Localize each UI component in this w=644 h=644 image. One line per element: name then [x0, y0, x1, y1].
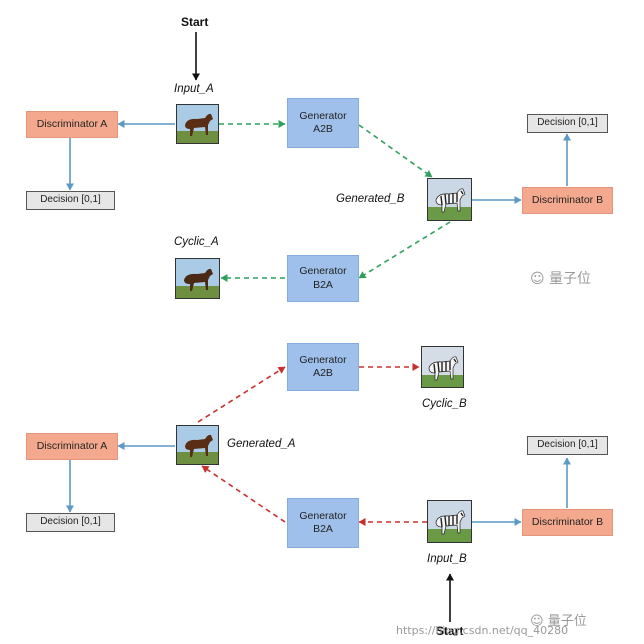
watermark-brand-bottom-text: 量子位	[547, 614, 587, 629]
arrow-generated-a-to-gen-a2b	[197, 366, 286, 423]
wechat-icon: ☺	[530, 271, 550, 287]
horse-photo-icon	[175, 258, 220, 299]
generator-b2a-bottom: Generator B2A	[287, 498, 359, 548]
generator-a2b-bottom: Generator A2B	[287, 343, 359, 391]
decision-a-bottom: Decision [0,1]	[26, 513, 115, 532]
arrow-gen-b2a-to-generated-a	[201, 465, 286, 523]
watermark-brand-bottom: ☺ 量子位	[530, 610, 587, 629]
cyclic-a-label: Cyclic_A	[174, 236, 219, 248]
generator-b2a-bottom-line1: Generator	[299, 509, 347, 522]
generator-a2b-top-line2: A2B	[313, 123, 333, 135]
zebra-photo-icon	[421, 346, 464, 388]
decision-b-bottom: Decision [0,1]	[527, 436, 608, 455]
generated-a-label: Generated_A	[227, 438, 296, 450]
start-label-top: Start	[181, 15, 209, 29]
start-label-bottom: Start	[436, 624, 464, 638]
decision-b-top: Decision [0,1]	[527, 114, 608, 133]
generator-a2b-top-line1: Generator	[299, 109, 347, 122]
generator-b2a-top-line2: B2A	[313, 278, 333, 291]
discriminator-b-top: Discriminator B	[522, 187, 613, 214]
discriminator-a-bottom: Discriminator A	[26, 433, 118, 460]
horse-photo-icon	[176, 104, 219, 144]
arrow-gen-a2b-to-generated-b	[358, 124, 433, 178]
arrow-generated-b-to-gen-b2a	[358, 221, 451, 279]
cyclic-b-label: Cyclic_B	[422, 398, 467, 410]
input-a-label: Input_A	[174, 83, 214, 95]
generator-a2b-bottom-line2: A2B	[313, 367, 333, 379]
discriminator-b-bottom: Discriminator B	[522, 509, 613, 536]
generator-a2b-bottom-line1: Generator	[299, 353, 347, 366]
generated-b-label: Generated_B	[336, 193, 405, 205]
generator-b2a-top: Generator B2A	[287, 255, 359, 302]
decision-a-top: Decision [0,1]	[26, 191, 115, 210]
watermark-brand-top: ☺ 量子位	[530, 268, 591, 288]
discriminator-a-top: Discriminator A	[26, 111, 118, 138]
generator-a2b-top: Generator A2B	[287, 98, 359, 148]
watermark-url: https://blog.csdn.net/qq_40280	[396, 624, 569, 637]
zebra-photo-icon	[427, 500, 472, 543]
watermark-brand-top-text: 量子位	[549, 271, 592, 287]
generator-b2a-top-line1: Generator	[299, 265, 347, 278]
zebra-photo-icon	[427, 178, 472, 221]
wechat-icon: ☺	[530, 614, 548, 629]
horse-photo-icon	[176, 425, 219, 465]
input-b-label: Input_B	[427, 553, 467, 565]
generator-b2a-bottom-line2: B2A	[313, 523, 333, 535]
